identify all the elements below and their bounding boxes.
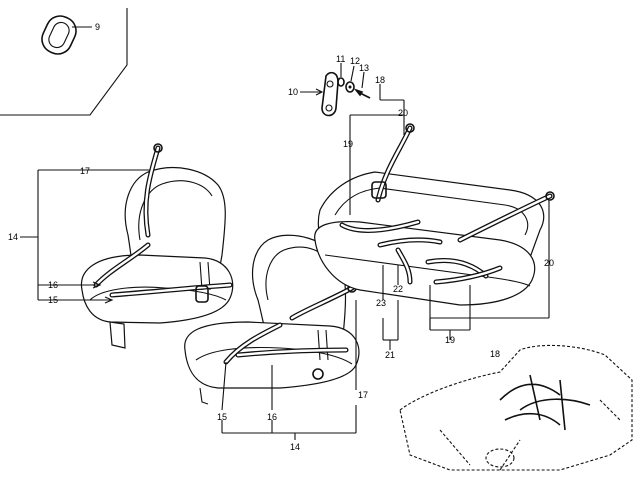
callout-15-mid: 15 xyxy=(217,412,227,422)
callout-23: 23 xyxy=(376,298,386,308)
grommet-part xyxy=(41,15,92,55)
callout-19-top: 19 xyxy=(343,139,353,149)
callout-14-left: 14 xyxy=(8,232,18,242)
callout-17-left: 17 xyxy=(80,166,90,176)
callout-18-bottom: 18 xyxy=(490,349,500,359)
callout-labels: 9 10 11 12 13 18 20 19 17 14 16 15 20 23… xyxy=(8,22,554,452)
rear-bench-seat xyxy=(314,171,545,306)
callout-12: 12 xyxy=(350,56,360,66)
callout-9: 9 xyxy=(95,22,100,32)
washer-parts xyxy=(337,63,381,100)
callout-16-left: 16 xyxy=(48,280,58,290)
callout-13: 13 xyxy=(359,63,369,73)
callout-10: 10 xyxy=(288,87,298,97)
callout-20-right: 20 xyxy=(544,258,554,268)
leader-lines xyxy=(20,99,550,440)
callout-17-mid: 17 xyxy=(358,390,368,400)
callout-16-mid: 16 xyxy=(267,412,277,422)
callout-20-top: 20 xyxy=(398,108,408,118)
inset-box-border xyxy=(0,8,128,116)
callout-14-bottom: 14 xyxy=(290,442,300,452)
anchor-bracket-part xyxy=(300,71,339,117)
front-left-seat xyxy=(80,166,234,349)
callout-19-bottom: 19 xyxy=(445,335,455,345)
callout-21: 21 xyxy=(385,350,395,360)
rear-belts xyxy=(339,123,555,285)
callout-18-top: 18 xyxy=(375,75,385,85)
front-left-belt xyxy=(93,143,233,303)
callout-22: 22 xyxy=(393,284,403,294)
callout-11: 11 xyxy=(336,54,345,64)
car-silhouette xyxy=(399,344,633,471)
callout-15-left: 15 xyxy=(48,295,58,305)
